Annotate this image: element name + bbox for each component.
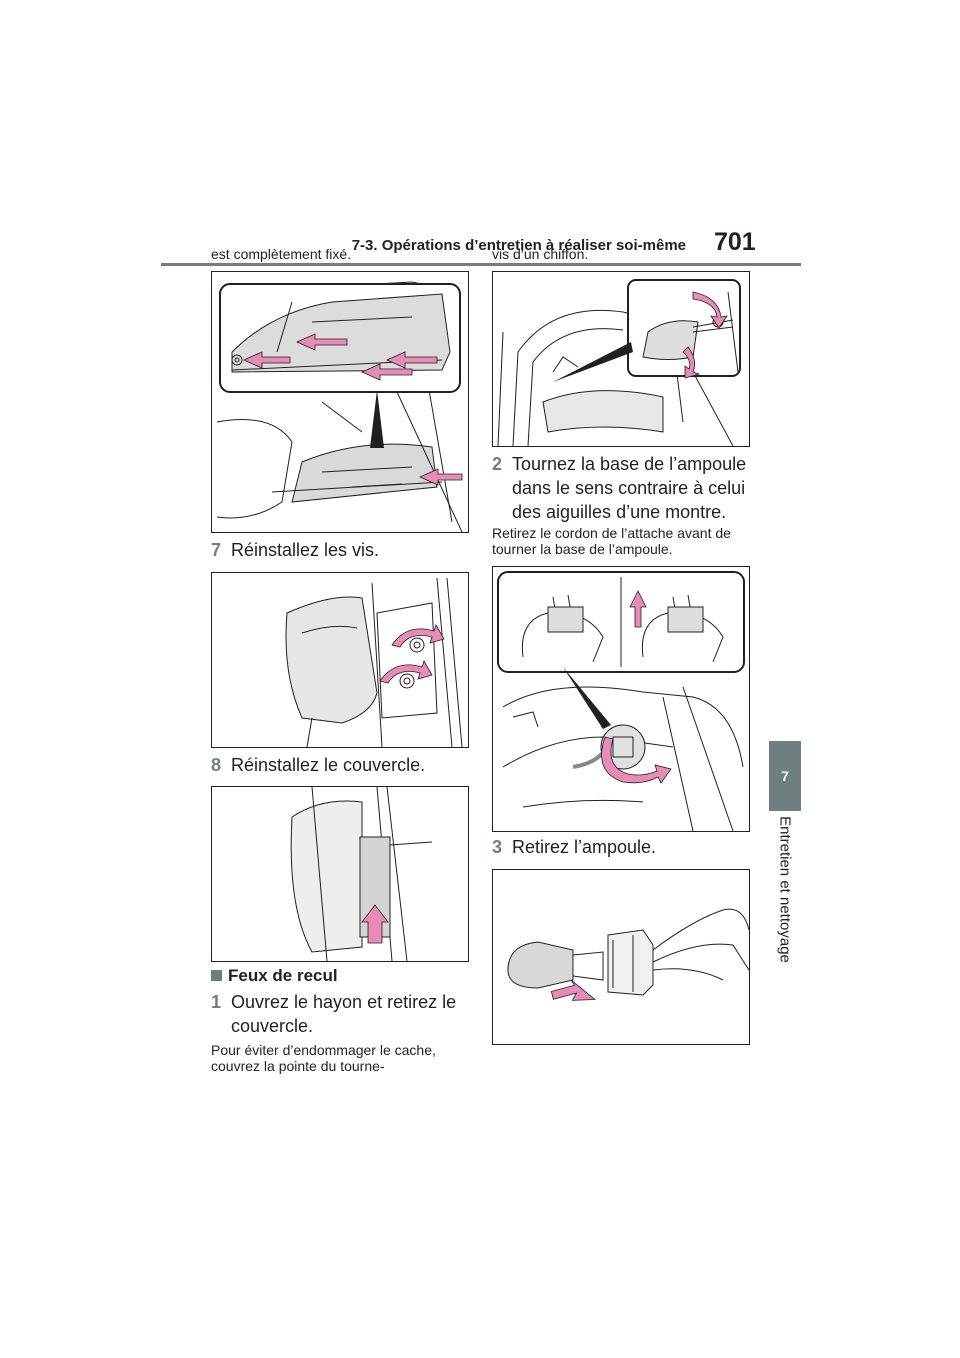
page-number: 701	[714, 228, 756, 256]
right-intro-text: vis d’un chiffon.	[492, 246, 589, 262]
step-1-number: 1	[211, 992, 222, 1012]
step-2-number: 2	[492, 454, 503, 474]
step-7: 7 Réinstallez les vis.	[211, 538, 467, 562]
header-rule	[161, 263, 801, 266]
step-2: 2 Tournez la base de l’ampoule dans le s…	[492, 452, 754, 524]
step-3: 3 Retirez l’ampoule.	[492, 835, 748, 859]
heading-text: Feux de recul	[228, 966, 338, 985]
step-2-text: Tournez la base de l’ampoule dans le sen…	[512, 454, 747, 522]
section-title: 7-3. Opérations d’entretien à réaliser s…	[351, 237, 686, 254]
heading-square-icon	[211, 970, 222, 981]
step-8-text: Réinstallez le couvercle.	[231, 755, 426, 775]
step-1-text: Ouvrez le hayon et retirez le couvercle.	[231, 992, 457, 1036]
right-note: Retirez le cordon de l’attache avant de …	[492, 525, 731, 557]
step-7-number: 7	[211, 540, 222, 560]
step-7-text: Réinstallez les vis.	[231, 540, 380, 560]
step-1: 1 Ouvrez le hayon et retirez le couvercl…	[211, 990, 473, 1038]
figure-cover-screws	[211, 271, 469, 533]
step-8: 8 Réinstallez le couvercle.	[211, 753, 467, 777]
chapter-tab: 7	[769, 741, 801, 811]
step-3-number: 3	[492, 837, 503, 857]
step-3-text: Retirez l’ampoule.	[512, 837, 657, 857]
figure-turn-bulb-base	[492, 566, 750, 832]
figure-remove-cover-screwdriver	[492, 271, 750, 447]
left-note: Pour éviter d’endommager le cache, couvr…	[211, 1042, 436, 1074]
figure-remove-bulb	[492, 869, 750, 1045]
figure-reinstall-screws	[211, 572, 469, 748]
step-8-number: 8	[211, 755, 222, 775]
figure-reinstall-cover	[211, 786, 469, 962]
chapter-number: 7	[781, 768, 789, 784]
section-heading: Feux de recul	[211, 966, 338, 986]
chapter-label-text: Entretien et nettoyage	[776, 816, 794, 963]
left-intro-text: est complètement fixé.	[211, 246, 352, 262]
